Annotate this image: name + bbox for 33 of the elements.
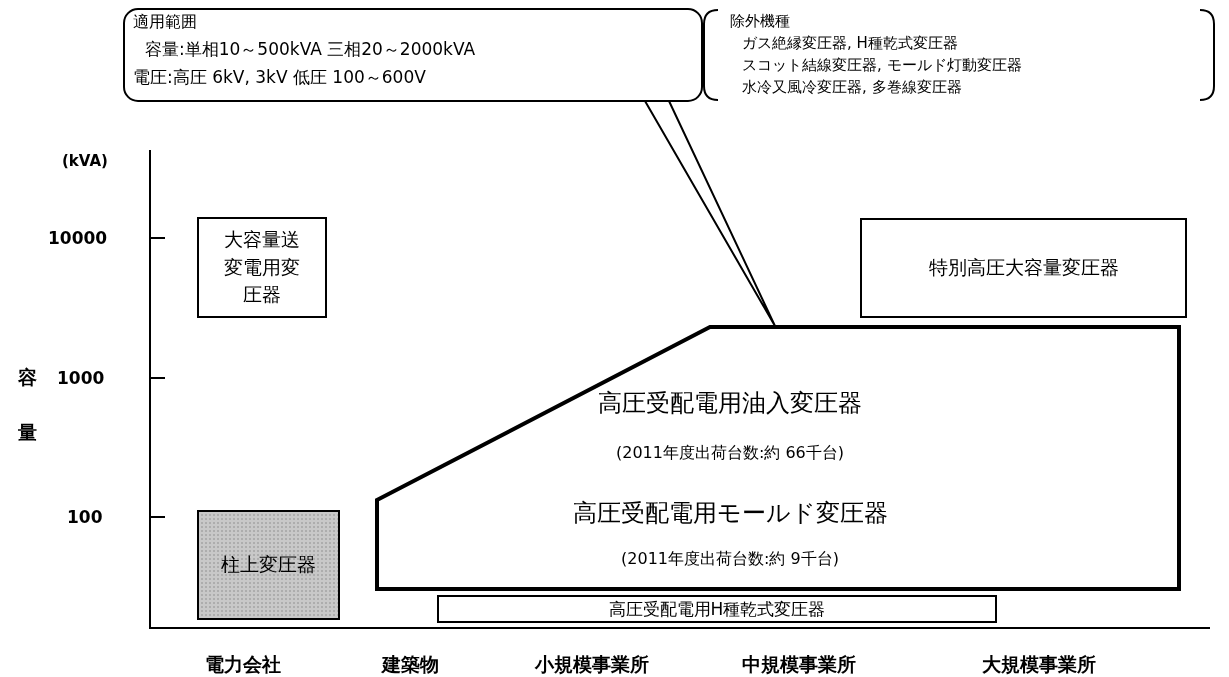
category-box xyxy=(197,217,327,318)
note-heading: 除外機種 xyxy=(730,12,790,31)
category-label: 電力会社 xyxy=(205,652,281,677)
category-label: 建築物 xyxy=(382,652,439,677)
node-text: 電圧:高圧 6kV, 3kV 低圧 100～600V xyxy=(133,66,426,89)
category-box xyxy=(437,595,997,623)
node-text: ガス絶縁変圧器, H種乾式変圧器 xyxy=(742,34,958,53)
node-text: 柱上変圧器 xyxy=(220,552,317,577)
node-text: 高圧受配電用H種乾式変圧器 xyxy=(607,597,827,621)
note-heading: 適用範囲 xyxy=(133,12,197,33)
range-region xyxy=(375,325,1181,591)
tick-label: 100 xyxy=(67,507,103,527)
node-text: 大容量送変電用変圧器 xyxy=(223,227,301,308)
category-box xyxy=(860,218,1187,318)
category-label: 小規模事業所 xyxy=(535,652,649,677)
node-text: 水冷又風冷変圧器, 多巻線変圧器 xyxy=(742,78,962,97)
tick-label: 1000 xyxy=(57,368,105,388)
axis-title: 容量 xyxy=(18,365,38,445)
node-text: 特別高圧大容量変圧器 xyxy=(927,255,1120,280)
category-label: 大規模事業所 xyxy=(982,652,1096,677)
node-text: 容量:単相10～500kVA 三相20～2000kVA xyxy=(145,38,476,61)
bracketed-note xyxy=(700,8,1218,102)
node-text: スコット結線変圧器, モールド灯動変圧器 xyxy=(742,56,1022,75)
unit-label: (kVA) xyxy=(62,152,108,170)
category-box xyxy=(197,510,340,620)
node-text: 高圧受配電用モールド変圧器 xyxy=(571,498,889,529)
node-text: 高圧受配電用油入変圧器 xyxy=(597,388,863,419)
callout-box xyxy=(123,8,703,102)
node-text: (2011年度出荷台数:約 66千台) xyxy=(614,443,845,464)
tick-label: 10000 xyxy=(48,228,108,248)
callout-pointer xyxy=(644,100,776,327)
category-label: 中規模事業所 xyxy=(742,652,856,677)
node-text: (2011年度出荷台数:約 9千台) xyxy=(620,549,840,570)
